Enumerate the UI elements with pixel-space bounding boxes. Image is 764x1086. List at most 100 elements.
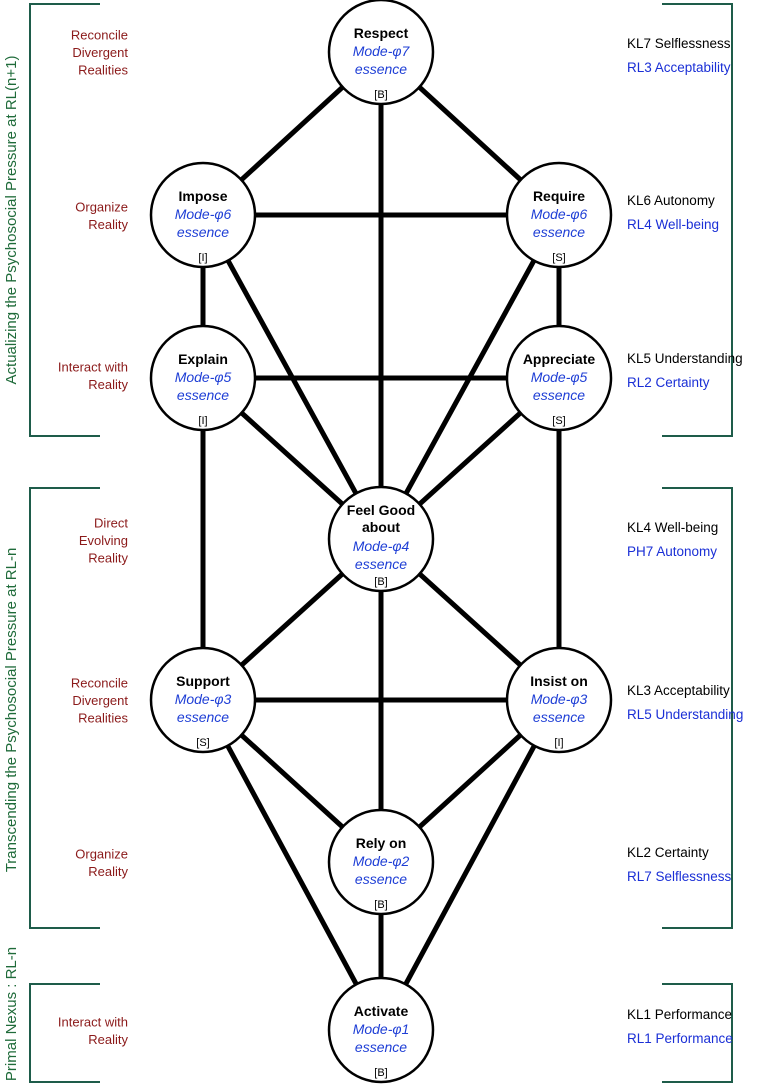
left-label: Reconcile [71,28,128,43]
rl-label: RL5 Understanding [627,707,743,722]
node-title: Activate [354,1003,409,1019]
node-title: Impose [178,188,227,204]
node-essence: essence [355,61,407,77]
node-circle [505,161,613,269]
left-label: Organize [75,846,128,861]
side-title-transcending: Transcending the Psychosocial Pressure a… [3,548,20,873]
node-circle [149,161,257,269]
node-mode: Mode-φ3 [175,691,232,707]
node-title: Respect [354,25,409,41]
node-tag: [B] [374,899,387,911]
kl-label: KL3 Acceptability [627,683,730,698]
node-tag: [I] [198,252,207,264]
node-mode: Mode-φ4 [353,538,410,554]
node-rely-on: Rely on Mode-φ2 essence [B] [327,808,435,916]
node-mode: Mode-φ3 [531,691,588,707]
node-title: Appreciate [523,351,596,367]
node-circle [149,324,257,432]
right-bracket-middle [662,487,733,929]
node-title: Feel Good [347,502,415,518]
node-mode: Mode-φ5 [175,369,232,385]
left-label: Realities [78,711,128,726]
side-title-actualizing: Actualizing the Psychosocial Pressure at… [3,56,20,385]
node-title: Explain [178,351,228,367]
node-mode: Mode-φ2 [353,853,410,869]
kl-label: KL7 Selflessness [627,36,731,51]
rl-label: RL4 Well-being [627,217,719,232]
left-label: Realities [78,63,128,78]
kl-label: KL5 Understanding [627,351,743,366]
node-essence: essence [533,224,585,240]
node-title: Require [533,188,585,204]
node-tag: [S] [196,737,209,749]
left-bracket-actualizing [29,3,100,437]
left-label: Reality [88,377,128,392]
node-circle [327,808,435,916]
left-label: Evolving [79,533,128,548]
node-circle [327,0,435,106]
kl-label: KL4 Well-being [627,520,718,535]
node-title: Rely on [356,835,407,851]
node-tag: [I] [554,737,563,749]
node-title: about [362,519,400,535]
left-labels-layer: ReconcileDivergentRealitiesOrganizeReali… [58,28,129,1047]
node-title: Insist on [530,673,588,689]
node-title: Support [176,673,230,689]
node-essence: essence [355,871,407,887]
rl-label: PH7 Autonomy [627,544,717,559]
left-label: Reality [88,217,128,232]
rl-label: RL2 Certainty [627,375,710,390]
left-label: Reality [88,551,128,566]
left-label: Reality [88,1032,128,1047]
node-mode: Mode-φ6 [531,206,588,222]
left-label: Organize [75,199,128,214]
node-essence: essence [533,709,585,725]
node-circle [327,485,435,593]
node-essence: essence [177,387,229,403]
node-essence: essence [355,556,407,572]
node-tag: [S] [552,415,565,427]
node-tag: [S] [552,252,565,264]
node-mode: Mode-φ1 [353,1021,410,1037]
node-circle [505,646,613,754]
left-label: Divergent [72,693,128,708]
node-mode: Mode-φ5 [531,369,588,385]
node-mode: Mode-φ7 [353,43,411,59]
side-title-primal-nexus: Primal Nexus : RL-n [3,947,20,1081]
node-essence: essence [533,387,585,403]
kl-label: KL1 Performance [627,1007,732,1022]
left-label: Reconcile [71,676,128,691]
node-circle [327,976,435,1084]
left-bracket-primal [29,983,100,1083]
node-tag: [B] [374,1067,387,1079]
left-label: Interact with [58,359,128,374]
node-circle [505,324,613,432]
edge-support-activate [200,698,384,1032]
right-bracket-bottom [662,983,733,1083]
node-insist-on: Insist on Mode-φ3 essence [I] [505,646,613,754]
node-essence: essence [177,224,229,240]
kl-label: KL6 Autonomy [627,193,715,208]
node-mode: Mode-φ6 [175,206,232,222]
node-tag: [B] [374,89,387,101]
rl-label: RL1 Performance [627,1031,733,1046]
rl-label: RL7 Selflessness [627,869,732,884]
left-label: Reality [88,864,128,879]
left-label: Direct [94,516,128,531]
node-tag: [I] [198,415,207,427]
node-essence: essence [177,709,229,725]
kl-label: KL2 Certainty [627,845,709,860]
node-tag: [B] [374,576,387,588]
left-label: Interact with [58,1014,128,1029]
node-essence: essence [355,1039,407,1055]
